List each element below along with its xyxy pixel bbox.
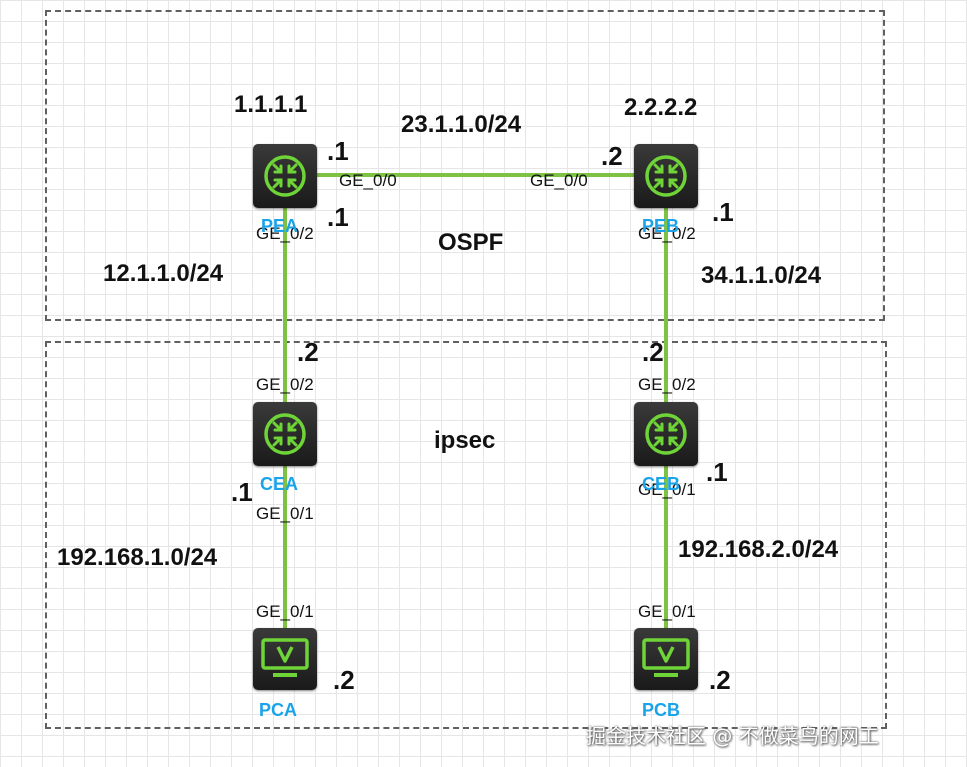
- port-cea-ge02: GE_0/2: [256, 375, 314, 394]
- ip-pea-ge02: .1: [327, 202, 349, 232]
- port-pea-ge02: GE_0/2: [256, 224, 314, 243]
- ip-pca: .2: [333, 665, 355, 695]
- subnet-pea-peb: 23.1.1.0/24: [401, 111, 522, 138]
- router-pea[interactable]: PEA: [253, 144, 317, 236]
- peb-router-id: 2.2.2.2: [624, 94, 698, 121]
- port-pcb-ge01: GE_0/1: [638, 602, 696, 621]
- router-cea[interactable]: CEA: [253, 402, 317, 494]
- pc-pcb-name: PCB: [642, 700, 681, 720]
- pc-pcb[interactable]: PCB: [634, 628, 698, 720]
- ipsec-zone: [45, 341, 887, 729]
- subnet-peb-ceb: 34.1.1.0/24: [701, 262, 822, 289]
- pc-monitor-icon: [634, 628, 698, 690]
- port-ceb-ge01: GE_0/1: [638, 480, 696, 499]
- pea-router-id: 1.1.1.1: [234, 91, 308, 118]
- subnet-ceb-pcb: 192.168.2.0/24: [678, 536, 839, 563]
- pc-pca-name: PCA: [259, 700, 298, 720]
- port-ceb-ge02: GE_0/2: [638, 375, 696, 394]
- ipsec-zone-label: ipsec: [434, 427, 496, 454]
- router-icon: [634, 402, 698, 466]
- subnet-pea-cea: 12.1.1.0/24: [103, 260, 224, 287]
- ip-cea-ge01: .1: [231, 477, 253, 507]
- ip-pcb: .2: [709, 665, 731, 695]
- port-peb-ge00: GE_0/0: [530, 171, 588, 190]
- ospf-zone: [45, 10, 885, 321]
- watermark: 掘金技术社区 @ 不做菜鸟的网工: [586, 724, 879, 748]
- ip-peb-ge00: .2: [601, 141, 623, 171]
- ip-pea-ge00: .1: [327, 136, 349, 166]
- port-pca-ge01: GE_0/1: [256, 602, 314, 621]
- subnet-cea-pca: 192.168.1.0/24: [57, 544, 218, 571]
- ip-ceb-ge01: .1: [706, 457, 728, 487]
- router-cea-name: CEA: [260, 474, 299, 494]
- router-icon: [634, 144, 698, 208]
- router-ceb[interactable]: CEB: [634, 402, 698, 494]
- ospf-zone-label: OSPF: [438, 229, 504, 256]
- router-peb[interactable]: PEB: [634, 144, 698, 236]
- router-peb-name: PEB: [642, 216, 680, 236]
- pc-pca[interactable]: PCA: [253, 628, 317, 720]
- port-peb-ge02: GE_0/2: [638, 224, 696, 243]
- port-pea-ge00: GE_0/0: [339, 171, 397, 190]
- ip-ceb-ge02: .2: [642, 337, 664, 367]
- router-ceb-name: CEB: [642, 474, 681, 494]
- router-pea-name: PEA: [261, 216, 299, 236]
- router-icon: [253, 144, 317, 208]
- ip-cea-ge02: .2: [297, 337, 319, 367]
- ip-peb-ge02: .1: [712, 197, 734, 227]
- port-cea-ge01: GE_0/1: [256, 504, 314, 523]
- router-icon: [253, 402, 317, 466]
- pc-monitor-icon: [253, 628, 317, 690]
